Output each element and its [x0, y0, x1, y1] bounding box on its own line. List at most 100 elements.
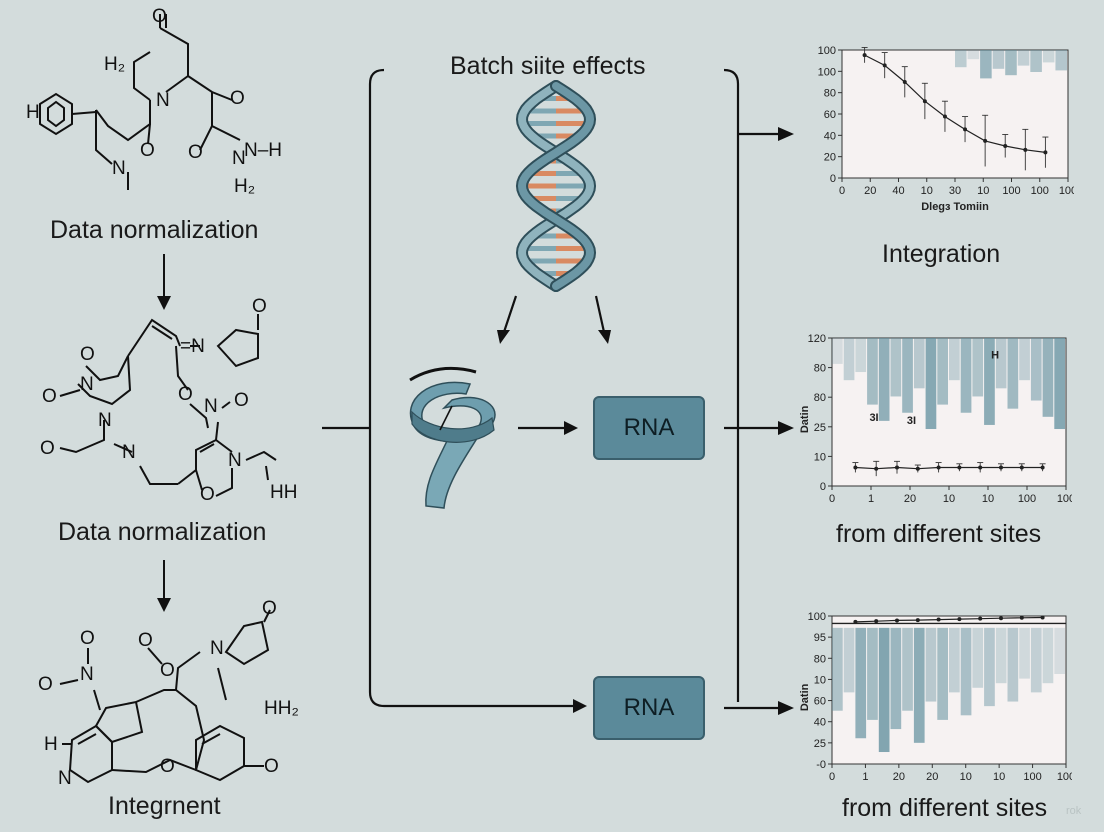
x-tick-label: 10 [921, 185, 933, 197]
x-tick-label: 1 [868, 493, 874, 505]
arrowhead-rna-1 [564, 421, 578, 435]
series-line [864, 54, 1046, 153]
y-tick-label: 0 [830, 173, 836, 185]
y-tick-label: 0 [820, 481, 826, 493]
data-point [874, 466, 879, 471]
heatmap-cell [992, 50, 1005, 69]
heatmap-cell [980, 50, 992, 79]
y-tick-label: 60 [814, 696, 826, 708]
data-point [1040, 615, 1045, 620]
x-tick-label: 10 [960, 771, 972, 783]
x-tick-label: 20 [864, 185, 876, 197]
m1-atom-0: O [152, 6, 167, 27]
m2-atom-3: O [178, 384, 193, 405]
heatmap-cell [913, 627, 925, 743]
m2-atom-7: O [42, 386, 57, 407]
arrowhead-rna-2 [573, 699, 587, 713]
data-point [915, 618, 920, 623]
arrow-left-2 [157, 560, 171, 612]
m2-chain-b [59, 420, 105, 454]
data-point [978, 616, 983, 621]
y-tick-label: 10 [814, 674, 826, 686]
heatmap-cell [1030, 627, 1042, 693]
heatmap-cell [1007, 338, 1019, 409]
m2-atom-13: HH [270, 482, 298, 503]
m2-pyrrole [216, 328, 259, 368]
heatmap-cell [960, 338, 972, 413]
x-tick-label: 0 [839, 185, 845, 197]
heatmap-cell [984, 338, 995, 425]
data-point [963, 127, 968, 132]
dna-strand-back [517, 82, 595, 290]
data-point [957, 465, 962, 470]
m3-pyrrole [224, 620, 270, 666]
m1-ring-b [133, 51, 151, 101]
m2-chain [175, 345, 189, 391]
arrow-left-1 [157, 254, 171, 310]
m2-atom-4: N [204, 396, 218, 417]
data-point [902, 80, 907, 84]
heatmap-cell [1017, 50, 1030, 66]
heatmap-cell [1042, 338, 1054, 417]
data-point [1019, 615, 1024, 620]
heatmap-cell [867, 338, 878, 405]
m1-ring-a [159, 27, 189, 93]
heatmap-cell [1042, 50, 1055, 63]
m2-atom-0: O [80, 344, 95, 365]
y-tick-label: 95 [814, 632, 826, 644]
watermark-text: rok [1066, 805, 1082, 817]
chart-annotation: 3I [869, 412, 878, 424]
bracket-connectors [322, 68, 780, 710]
series-line [855, 616, 1043, 623]
heatmap-cell [925, 338, 937, 430]
m1-atom-2: N [156, 90, 170, 111]
chart-integration: 02040608010010002040103010100100100Sepld… [818, 45, 1074, 213]
data-point [1003, 144, 1008, 148]
data-point [1023, 147, 1028, 152]
arrowhead-right-3 [778, 701, 794, 715]
data-point [983, 138, 988, 143]
m3-atom-0: O [80, 628, 95, 649]
m3-atom-2: O [38, 674, 53, 695]
heatmap-cell [855, 338, 867, 373]
m3-atom-11: O [264, 756, 279, 777]
chart-annotation: H [991, 350, 999, 362]
x-tick-label: 20 [904, 493, 916, 505]
m1-chain-a [187, 75, 233, 101]
data-point [999, 616, 1003, 621]
y-tick-label: 25 [814, 422, 826, 434]
m1-atom-4: H [26, 102, 40, 123]
arrowhead-right-2 [778, 421, 794, 435]
m2-atom-1: =N [180, 336, 205, 357]
m1-atom-10: H₂ [234, 176, 256, 197]
heatmap-cell [972, 627, 984, 688]
heatmap-cell [832, 627, 843, 711]
data-point [895, 465, 899, 470]
data-point [915, 466, 920, 471]
y-axis-label: Datin [799, 405, 811, 433]
m2-atom-12: O [200, 484, 215, 505]
chart-sites-2: -02540601080951000120201010100100Datin [799, 611, 1072, 783]
label-integrnent: Integrnent [108, 792, 221, 820]
heatmap-cell [967, 50, 980, 60]
m2-ring-d [139, 465, 178, 485]
m3-atom-8: H [44, 734, 58, 755]
heatmap-cell [925, 627, 937, 702]
m1-ring-c [95, 100, 151, 142]
x-tick-label: 0 [829, 771, 835, 783]
arrowhead-right-1 [778, 127, 794, 141]
data-point [895, 618, 899, 623]
label-from-different-sites-2: from different sites [842, 794, 1048, 822]
x-tick-label: 100 [1018, 493, 1036, 505]
heatmap-cell [949, 627, 960, 693]
heatmap-cell [995, 338, 1007, 389]
m2-atom-5: O [234, 390, 249, 411]
y-tick-label: 100 [818, 66, 836, 78]
heatmap-cell [843, 627, 855, 693]
x-tick-label: 100 [1057, 771, 1072, 783]
right-bracket [723, 68, 740, 702]
y-tick-label: 80 [824, 88, 836, 100]
plot-area [841, 49, 1069, 179]
heatmap-cell [890, 627, 902, 730]
x-tick-label: 100 [1059, 185, 1074, 197]
